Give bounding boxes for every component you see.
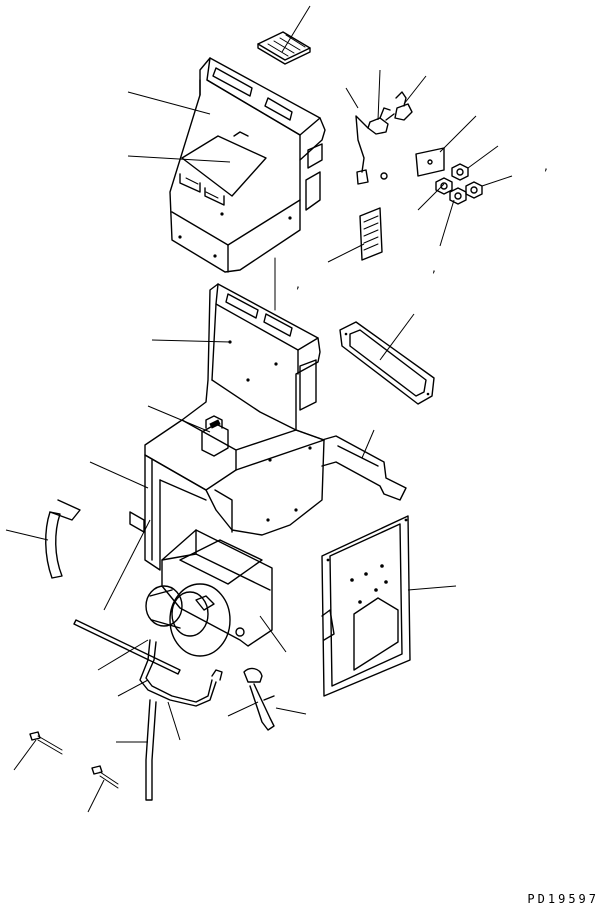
annotation-mark: ,	[432, 261, 436, 275]
blower-unit	[145, 529, 273, 657]
rear-bracket	[321, 435, 407, 501]
side-panel	[321, 515, 411, 697]
annotation-mark: ,	[296, 277, 300, 291]
bolt-long	[243, 667, 275, 731]
top-grille	[257, 31, 311, 65]
leader-lines	[5, 5, 513, 813]
cable-harness	[139, 639, 223, 801]
console-clamp	[201, 415, 229, 457]
flat-strip	[73, 619, 181, 675]
switch-assembly	[355, 91, 413, 185]
gasket-frame	[339, 321, 435, 405]
curved-strap	[45, 499, 81, 579]
nuts-set	[435, 163, 483, 205]
left-frame	[129, 454, 233, 571]
main-console-body	[144, 283, 325, 536]
bolt-left-1	[29, 731, 63, 755]
mounting-plate	[415, 147, 445, 177]
side-vent	[359, 207, 383, 261]
annotation-mark: ,	[544, 159, 548, 173]
drawing-number: PD19597	[527, 892, 599, 906]
bolt-left-2	[91, 765, 119, 789]
upper-cover	[169, 57, 326, 273]
